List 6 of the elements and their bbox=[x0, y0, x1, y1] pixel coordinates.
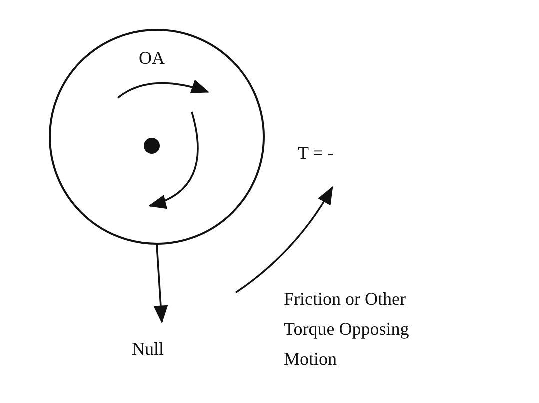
rotation-label: OA bbox=[139, 47, 165, 70]
arrow bbox=[235, 186, 334, 294]
torque-label: T = - bbox=[298, 142, 334, 165]
null-label: Null bbox=[132, 338, 164, 361]
friction-note: Friction or Other Torque Opposing Motion bbox=[284, 288, 410, 371]
arrow bbox=[154, 244, 168, 324]
